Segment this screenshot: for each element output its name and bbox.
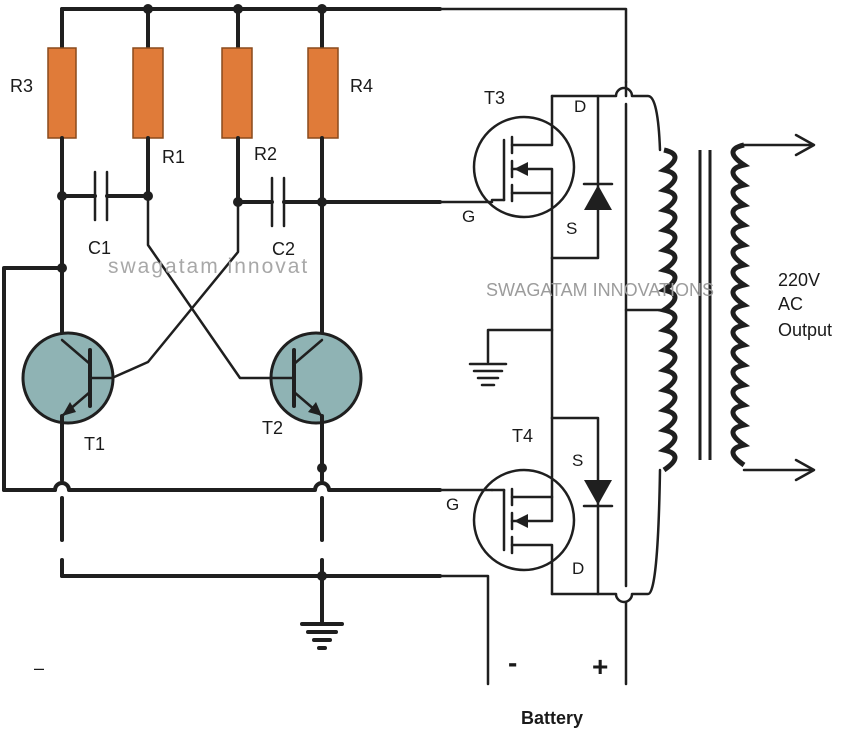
label-t3: T3 bbox=[484, 88, 505, 108]
diode-t3-body bbox=[550, 94, 614, 260]
mosfet-t4 bbox=[438, 416, 576, 596]
capacitor-c1 bbox=[57, 170, 153, 222]
stray-minus: – bbox=[34, 658, 44, 678]
label-t2: T2 bbox=[262, 418, 283, 438]
battery-minus: - bbox=[508, 647, 517, 678]
transistor-t2 bbox=[269, 331, 363, 482]
ground-symbol-icon bbox=[300, 622, 344, 650]
resistor-r2 bbox=[221, 7, 253, 204]
label-t3-drain: D bbox=[574, 97, 586, 116]
ground-rail bbox=[60, 558, 490, 686]
battery-label: Battery bbox=[521, 708, 583, 728]
label-t1: T1 bbox=[84, 434, 105, 454]
transistor-t1 bbox=[21, 331, 115, 482]
label-t3-gate: G bbox=[462, 207, 475, 226]
label-c2: C2 bbox=[272, 239, 295, 259]
label-r4: R4 bbox=[350, 76, 373, 96]
label-t3-source: S bbox=[566, 219, 577, 238]
output-output-label: Output bbox=[778, 320, 832, 340]
center-ground-wire bbox=[468, 256, 554, 420]
battery-plus: + bbox=[592, 651, 608, 682]
transformer bbox=[596, 80, 816, 686]
mosfet-t3 bbox=[438, 94, 576, 260]
label-r1: R1 bbox=[162, 147, 185, 167]
label-t4-source: S bbox=[572, 451, 583, 470]
label-r2: R2 bbox=[254, 144, 277, 164]
watermark-left: swagatam innovat bbox=[108, 255, 309, 278]
output-voltage-label: 220V bbox=[778, 270, 820, 290]
label-t4-drain: D bbox=[572, 559, 584, 578]
gate-drive-wires bbox=[2, 200, 442, 542]
label-t4: T4 bbox=[512, 426, 533, 446]
label-r3: R3 bbox=[10, 76, 33, 96]
capacitor-c2 bbox=[233, 176, 327, 228]
label-c1: C1 bbox=[88, 238, 111, 258]
resistor-r1 bbox=[132, 7, 164, 200]
diode-t4-body bbox=[550, 416, 614, 596]
label-t4-gate: G bbox=[446, 495, 459, 514]
cross-coupling-wires bbox=[110, 194, 274, 380]
resistor-r3 bbox=[47, 7, 77, 200]
watermark-right: SWAGATAM INNOVATIONS bbox=[486, 280, 714, 300]
resistor-r4 bbox=[307, 7, 339, 337]
output-ac-label: AC bbox=[778, 294, 803, 314]
